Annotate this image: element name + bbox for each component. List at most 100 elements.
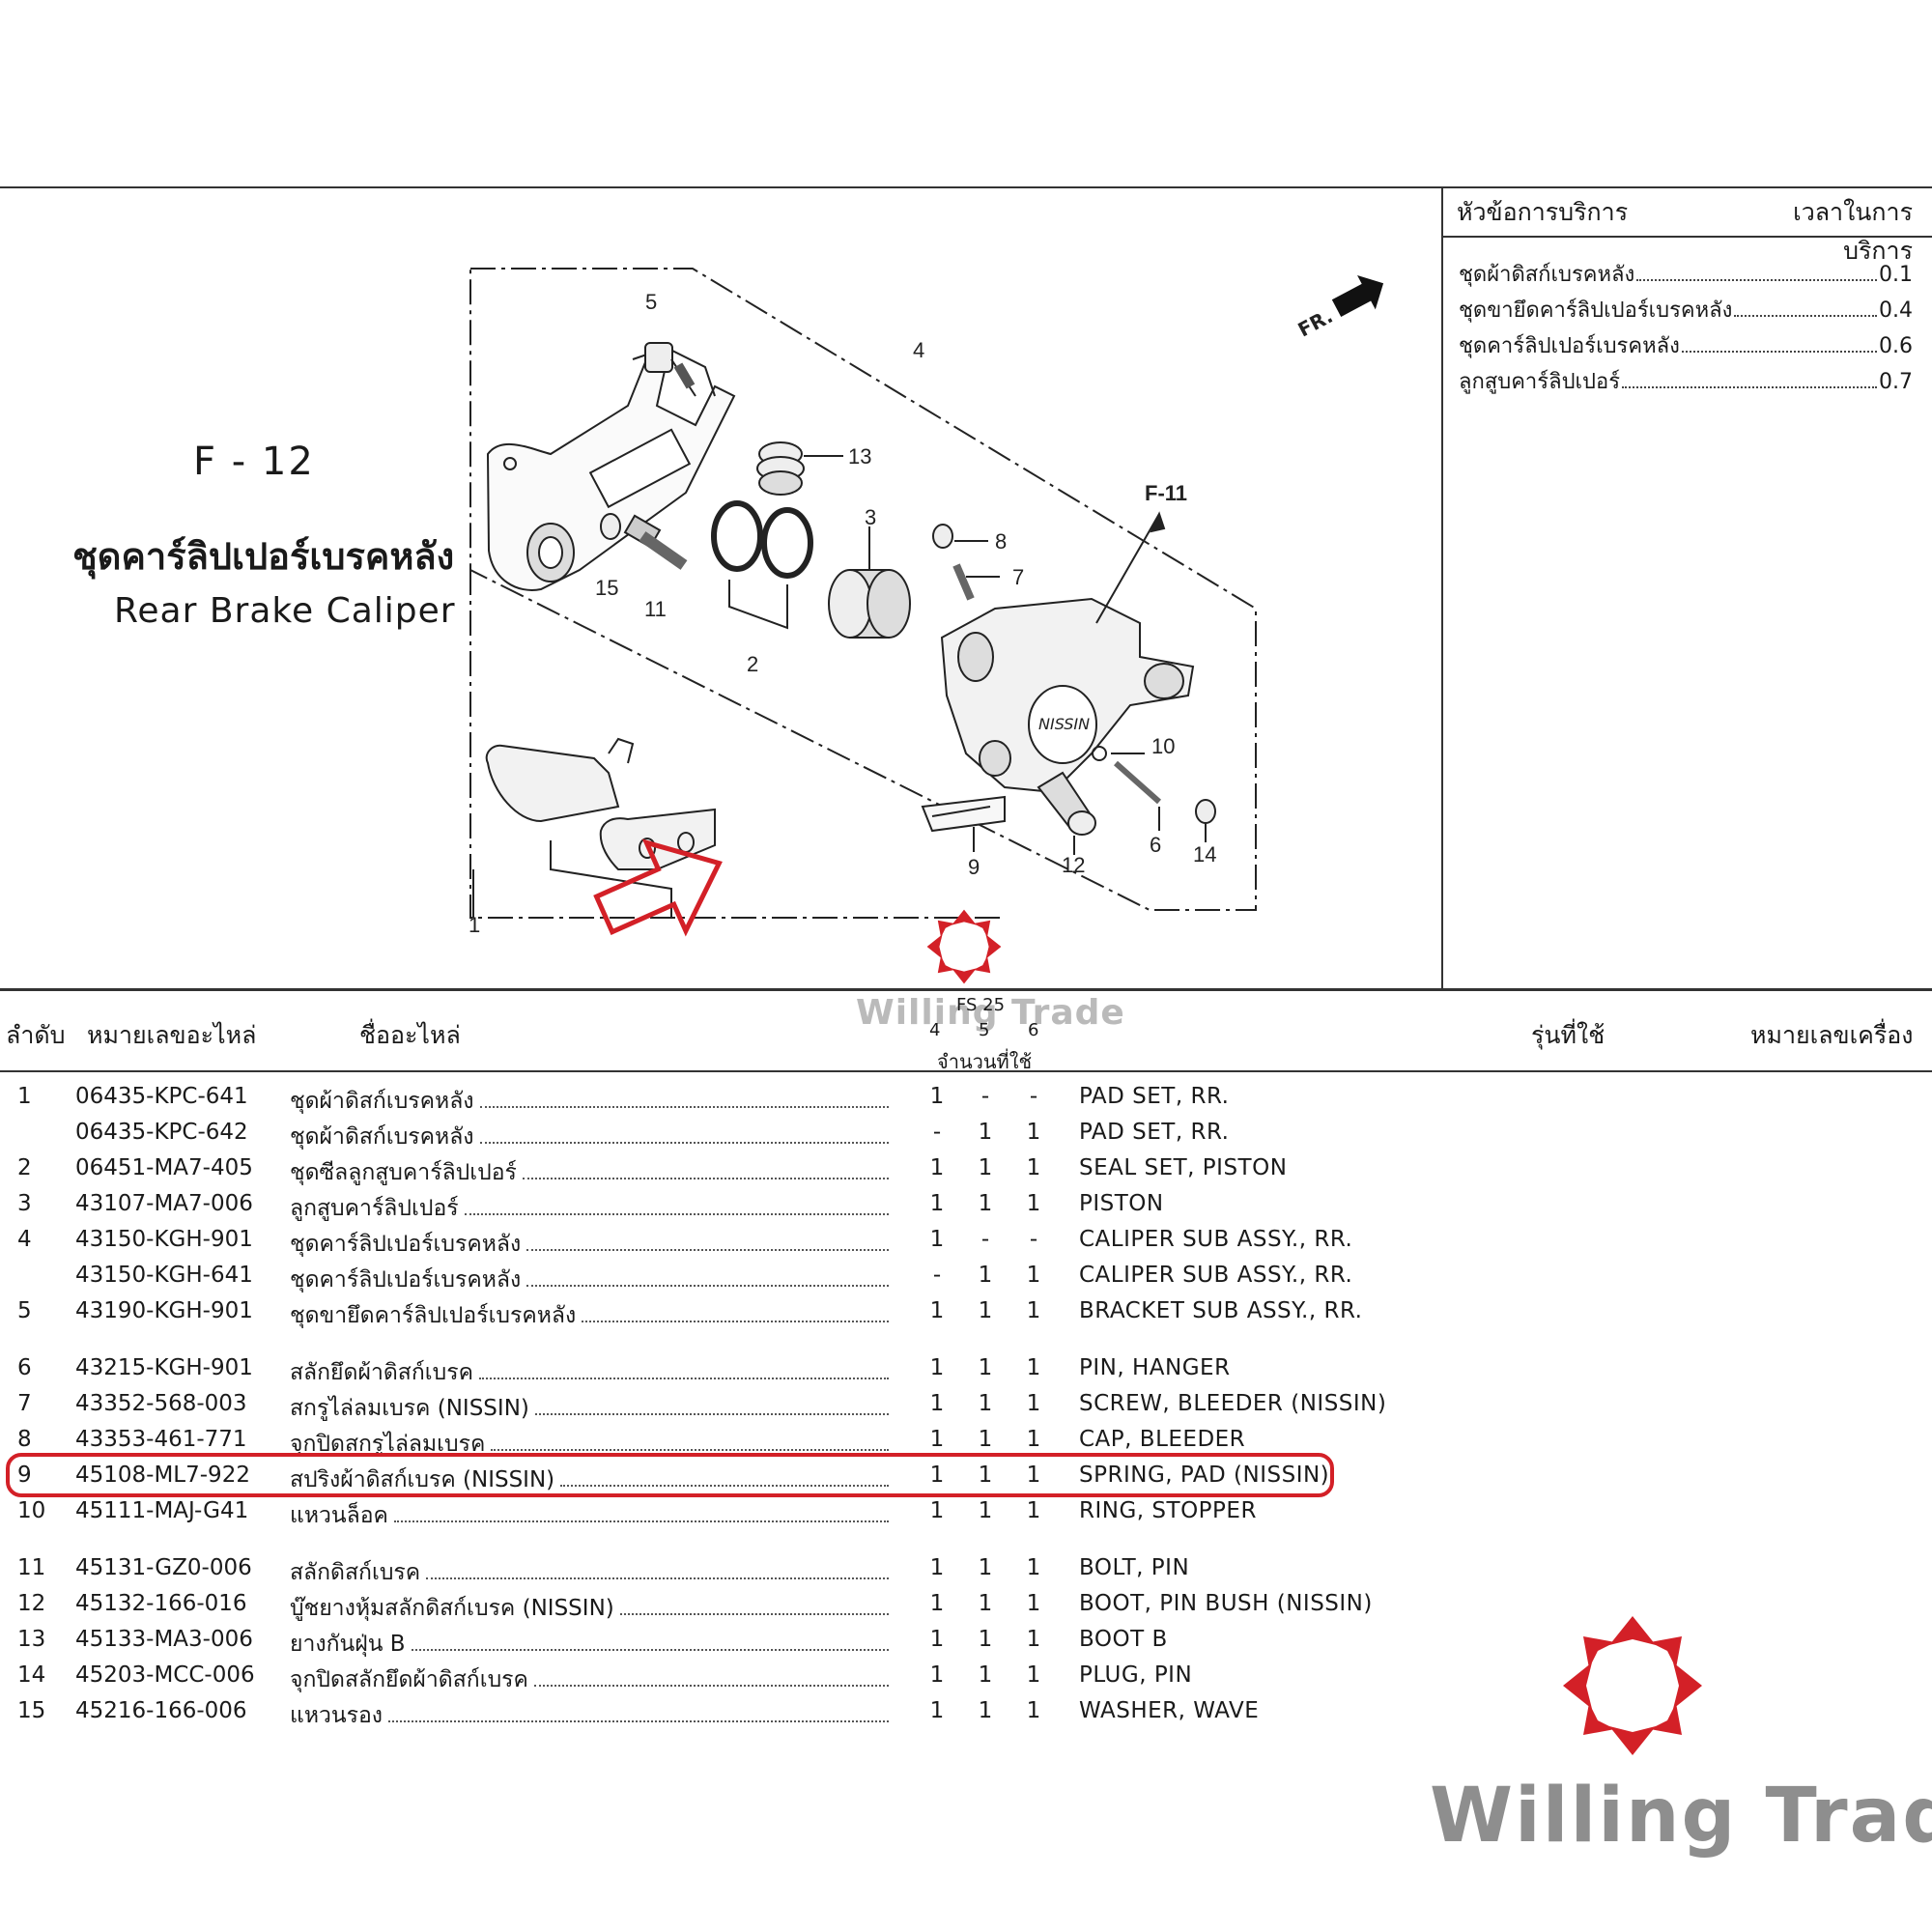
callout-2: 2: [747, 652, 758, 676]
callout-11: 11: [644, 597, 667, 621]
service-item-label: ลูกสูบคาร์ลิปเปอร์: [1459, 370, 1621, 394]
part-number: 06435-KPC-641: [75, 1084, 248, 1109]
callout-12: 12: [1062, 853, 1085, 877]
qty-model-6: 1: [1026, 1263, 1041, 1288]
part-name-thai-cell: บู๊ชยางหุ้มสลักดิสก์เบรค (NISSIN): [290, 1591, 889, 1626]
part-name-english: SCREW, BLEEDER (NISSIN): [1079, 1391, 1387, 1416]
front-direction-arrow: FR.: [1294, 275, 1384, 342]
qty-model-6: -: [1029, 1084, 1038, 1109]
part-name-english: WASHER, WAVE: [1079, 1698, 1260, 1723]
part-name-thai-cell: ลูกสูบคาร์ลิปเปอร์: [290, 1191, 889, 1226]
part-number: 06435-KPC-642: [75, 1120, 248, 1145]
qty-model-4: 1: [929, 1191, 945, 1216]
callout-8: 8: [995, 529, 1007, 554]
part-number: 06451-MA7-405: [75, 1155, 253, 1180]
part-name-thai-cell: ชุดขายึดคาร์ลิปเปอร์เบรคหลัง: [290, 1298, 889, 1333]
callout-7: 7: [1012, 565, 1024, 589]
table-top-rule: [0, 988, 1932, 991]
col-header-model-group: FS 25: [956, 995, 1006, 1015]
callout-13: 13: [848, 444, 871, 469]
part-name-thai: สกรูไล่ลมเบรค (NISSIN): [290, 1396, 529, 1421]
figure-title-thai: ชุดคาร์ลิปเปอร์เบรคหลัง: [72, 535, 455, 578]
qty-model-6: 1: [1026, 1191, 1041, 1216]
qty-model-6: 1: [1026, 1662, 1041, 1688]
part-number: 43352-568-003: [75, 1391, 247, 1416]
qty-model-4: -: [932, 1120, 942, 1145]
part-name-thai: ชุดซีลลูกสูบคาร์ลิปเปอร์: [290, 1160, 517, 1185]
qty-model-5: -: [980, 1084, 990, 1109]
service-item-value: 0.7: [1879, 370, 1913, 394]
figure-code: F - 12: [193, 440, 315, 484]
qty-model-6: 1: [1026, 1391, 1041, 1416]
qty-model-5: 1: [978, 1662, 993, 1688]
qty-model-6: 1: [1026, 1698, 1041, 1723]
part-name-english: BRACKET SUB ASSY., RR.: [1079, 1298, 1363, 1323]
part-number: 45108-ML7-922: [75, 1463, 250, 1488]
service-header-time: เวลาในการบริการ: [1793, 198, 1913, 265]
part-name-thai: ลูกสูบคาร์ลิปเปอร์: [290, 1196, 459, 1221]
col-header-model-6: 6: [1028, 1020, 1039, 1040]
qty-model-4: 1: [929, 1155, 945, 1180]
qty-model-4: 1: [929, 1591, 945, 1616]
qty-model-5: 1: [978, 1427, 993, 1452]
highlighted-row-frame: [6, 1453, 1334, 1497]
piston-part: [828, 569, 911, 639]
caliper-body: NISSIN: [940, 597, 1195, 794]
qty-model-5: 1: [978, 1498, 993, 1523]
row-index: 5: [17, 1298, 32, 1323]
washer-part: [600, 513, 621, 540]
part-name-english: PISTON: [1079, 1191, 1164, 1216]
qty-model-4: 1: [929, 1227, 945, 1252]
ref-label: F-11: [1145, 481, 1187, 505]
row-index: 15: [17, 1698, 46, 1723]
row-index: 13: [17, 1627, 46, 1652]
part-name-english: BOOT B: [1079, 1627, 1168, 1652]
part-number: 45131-GZ0-006: [75, 1555, 252, 1580]
part-number: 43150-KGH-641: [75, 1263, 253, 1288]
part-name-thai: ชุดคาร์ลิปเปอร์เบรคหลัง: [290, 1267, 522, 1293]
part-name-thai: จุกปิดสกรูไล่ลมเบรค: [290, 1432, 486, 1457]
service-item-label: ชุดขายึดคาร์ลิปเปอร์เบรคหลัง: [1459, 298, 1733, 323]
col-header-no: ลำดับ: [6, 1021, 66, 1049]
service-item-label: ชุดผ้าดิสก์เบรคหลัง: [1459, 263, 1635, 287]
qty-model-4: 1: [929, 1662, 945, 1688]
qty-model-6: 1: [1026, 1427, 1041, 1452]
row-index: 7: [17, 1391, 32, 1416]
qty-model-5: 1: [978, 1191, 993, 1216]
watermark-logo-icon: [926, 909, 1002, 984]
pin-bolt-part: [623, 514, 688, 570]
front-label: FR.: [1294, 304, 1337, 342]
qty-model-5: 1: [978, 1120, 993, 1145]
part-name-thai: สลักยึดผ้าดิสก์เบรค: [290, 1360, 473, 1385]
qty-model-4: 1: [929, 1298, 945, 1323]
qty-model-6: 1: [1026, 1355, 1041, 1380]
col-header-model-4: 4: [929, 1020, 941, 1040]
callout-15: 15: [595, 576, 618, 600]
col-header-part-no: หมายเลขอะไหล่: [87, 1021, 257, 1049]
qty-model-6: -: [1029, 1227, 1038, 1252]
part-name-thai-cell: ยางกันฝุ่น B: [290, 1627, 889, 1662]
part-name-thai-cell: ชุดผ้าดิสก์เบรคหลัง: [290, 1084, 889, 1119]
part-number: 43107-MA7-006: [75, 1191, 253, 1216]
bleeder-part: [932, 524, 975, 601]
figure-title-english: Rear Brake Caliper: [114, 591, 456, 631]
boot-part: [756, 441, 805, 496]
callout-5: 5: [645, 290, 657, 314]
qty-model-5: 1: [978, 1355, 993, 1380]
part-name-english: SEAL SET, PISTON: [1079, 1155, 1288, 1180]
part-number: 45203-MCC-006: [75, 1662, 255, 1688]
pad-spring: [921, 795, 1006, 833]
callout-1: 1: [469, 913, 480, 937]
callout-3: 3: [865, 505, 876, 529]
qty-model-5: 1: [978, 1298, 993, 1323]
plug-part: [1195, 799, 1216, 824]
part-name-english: CALIPER SUB ASSY., RR.: [1079, 1263, 1353, 1288]
table-header-rule: [0, 1070, 1932, 1072]
